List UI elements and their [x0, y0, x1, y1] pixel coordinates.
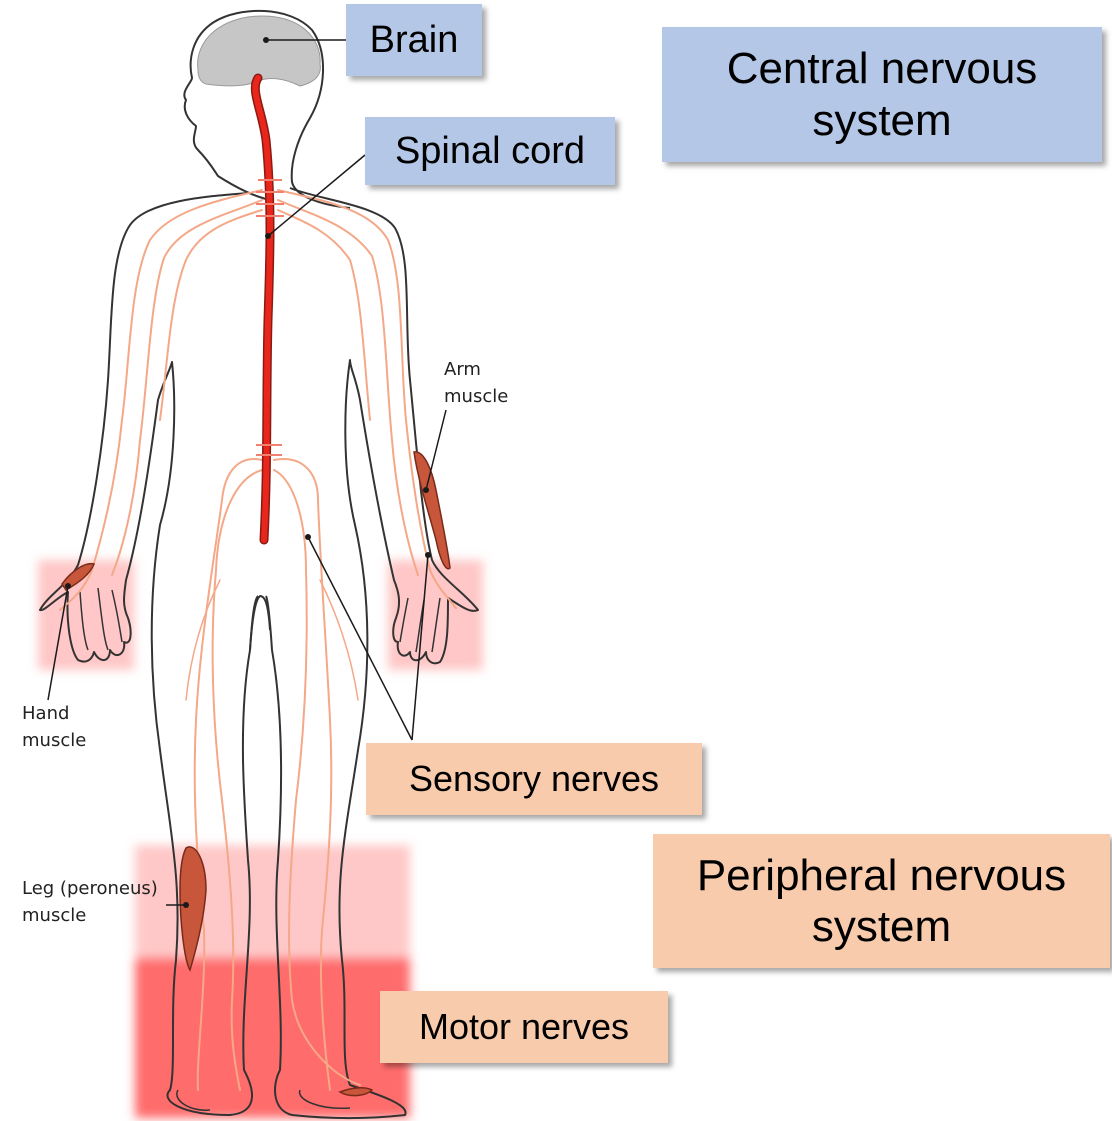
arm-muscle-label: Arm muscle	[444, 356, 508, 410]
leg-muscle-label: Leg (peroneus) muscle	[22, 875, 158, 929]
hand-muscle-label: Hand muscle	[22, 700, 86, 754]
central-nervous-system-label: Central nervous system	[662, 27, 1102, 162]
spinal-cord-label: Spinal cord	[365, 117, 615, 185]
right-hand-highlight	[388, 560, 483, 670]
brain-label: Brain	[346, 4, 482, 76]
motor-nerves-label: Motor nerves	[380, 991, 668, 1063]
peripheral-nervous-system-label: Peripheral nervous system	[653, 834, 1110, 968]
sensory-nerves-label: Sensory nerves	[366, 743, 702, 815]
arm-muscle-shape	[414, 452, 450, 569]
